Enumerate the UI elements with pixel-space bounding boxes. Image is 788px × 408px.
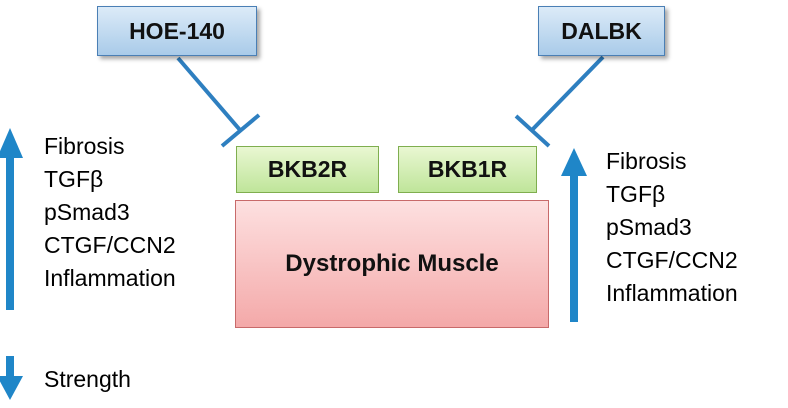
dalbk-inhibition-line — [530, 55, 605, 132]
strength-down-arrow — [0, 356, 23, 400]
dystrophic-muscle-box: Dystrophic Muscle — [235, 200, 549, 328]
left-effect-item: CTGF/CCN2 — [44, 232, 176, 258]
right-effect-item: Fibrosis — [606, 148, 687, 174]
left-effects-list: Fibrosis TGFβ pSmad3 CTGF/CCN2 Inflammat… — [44, 130, 176, 295]
dalbk-inhibition-bar — [514, 114, 551, 148]
left-effect-item: pSmad3 — [44, 199, 130, 225]
bkb2r-box: BKB2R — [236, 146, 379, 193]
bkb1r-box: BKB1R — [398, 146, 537, 193]
right-effects-list: Fibrosis TGFβ pSmad3 CTGF/CCN2 Inflammat… — [606, 145, 738, 310]
right-effect-item: pSmad3 — [606, 214, 692, 240]
right-effect-item: Inflammation — [606, 280, 738, 306]
left-up-arrow — [0, 128, 23, 310]
left-effect-item: TGFβ — [44, 166, 104, 192]
right-effect-item: CTGF/CCN2 — [606, 247, 738, 273]
right-up-arrow — [561, 148, 587, 322]
hoe140-inhibition-line — [176, 56, 242, 132]
left-effect-item: Fibrosis — [44, 133, 125, 159]
hoe-140-box: HOE-140 — [97, 6, 257, 56]
strength-label: Strength — [44, 366, 131, 392]
hoe140-inhibition-bar — [220, 113, 261, 148]
dalbk-box: DALBK — [538, 6, 665, 56]
right-effect-item: TGFβ — [606, 181, 666, 207]
left-effect-item: Inflammation — [44, 265, 176, 291]
